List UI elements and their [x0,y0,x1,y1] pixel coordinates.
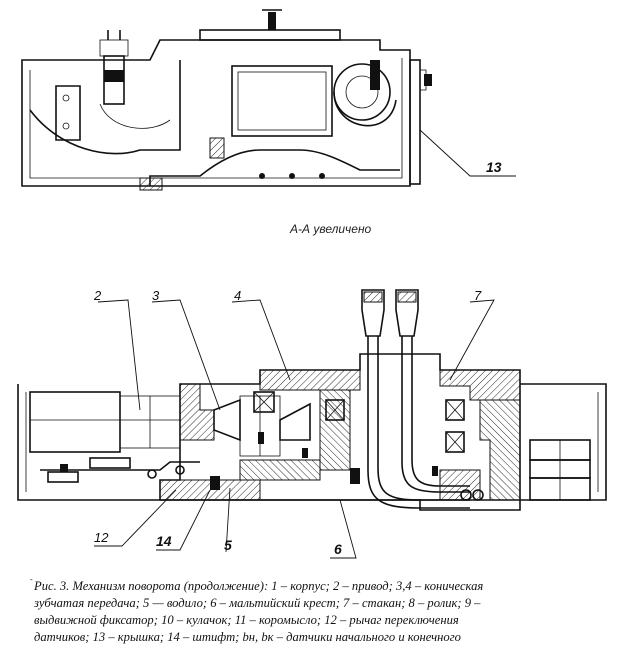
callout-2: 2 [93,288,102,303]
section-title: А-А увеличено [289,222,372,236]
top-view [21,9,516,191]
caption-line-3: выдвижной фиксатор; 10 – кулачок; 11 – к… [34,613,459,627]
mechanism-drawing: 13 А-А увеличено [17,9,607,559]
caption-line-4: датчиков; 13 – крышка; 14 – штифт; bн, b… [34,630,461,644]
callout-5: 5 [224,537,232,553]
callout-6: 6 [334,541,342,557]
caption-marker: - [30,575,33,584]
callout-4: 4 [234,288,241,303]
callout-14: 14 [156,533,172,549]
caption-line-1: Рис. 3. Механизм поворота (продолжение):… [34,579,484,593]
callout-3: 3 [152,288,160,303]
caption-line-2: зубчатая передача; 5 — водило; 6 – мальт… [34,596,481,610]
figure-caption: Рис. 3. Механизм поворота (продолжение):… [34,578,634,646]
bottom-view [17,289,607,559]
callout-12: 12 [94,530,109,545]
callout-13: 13 [486,159,502,175]
callout-7: 7 [474,288,482,303]
